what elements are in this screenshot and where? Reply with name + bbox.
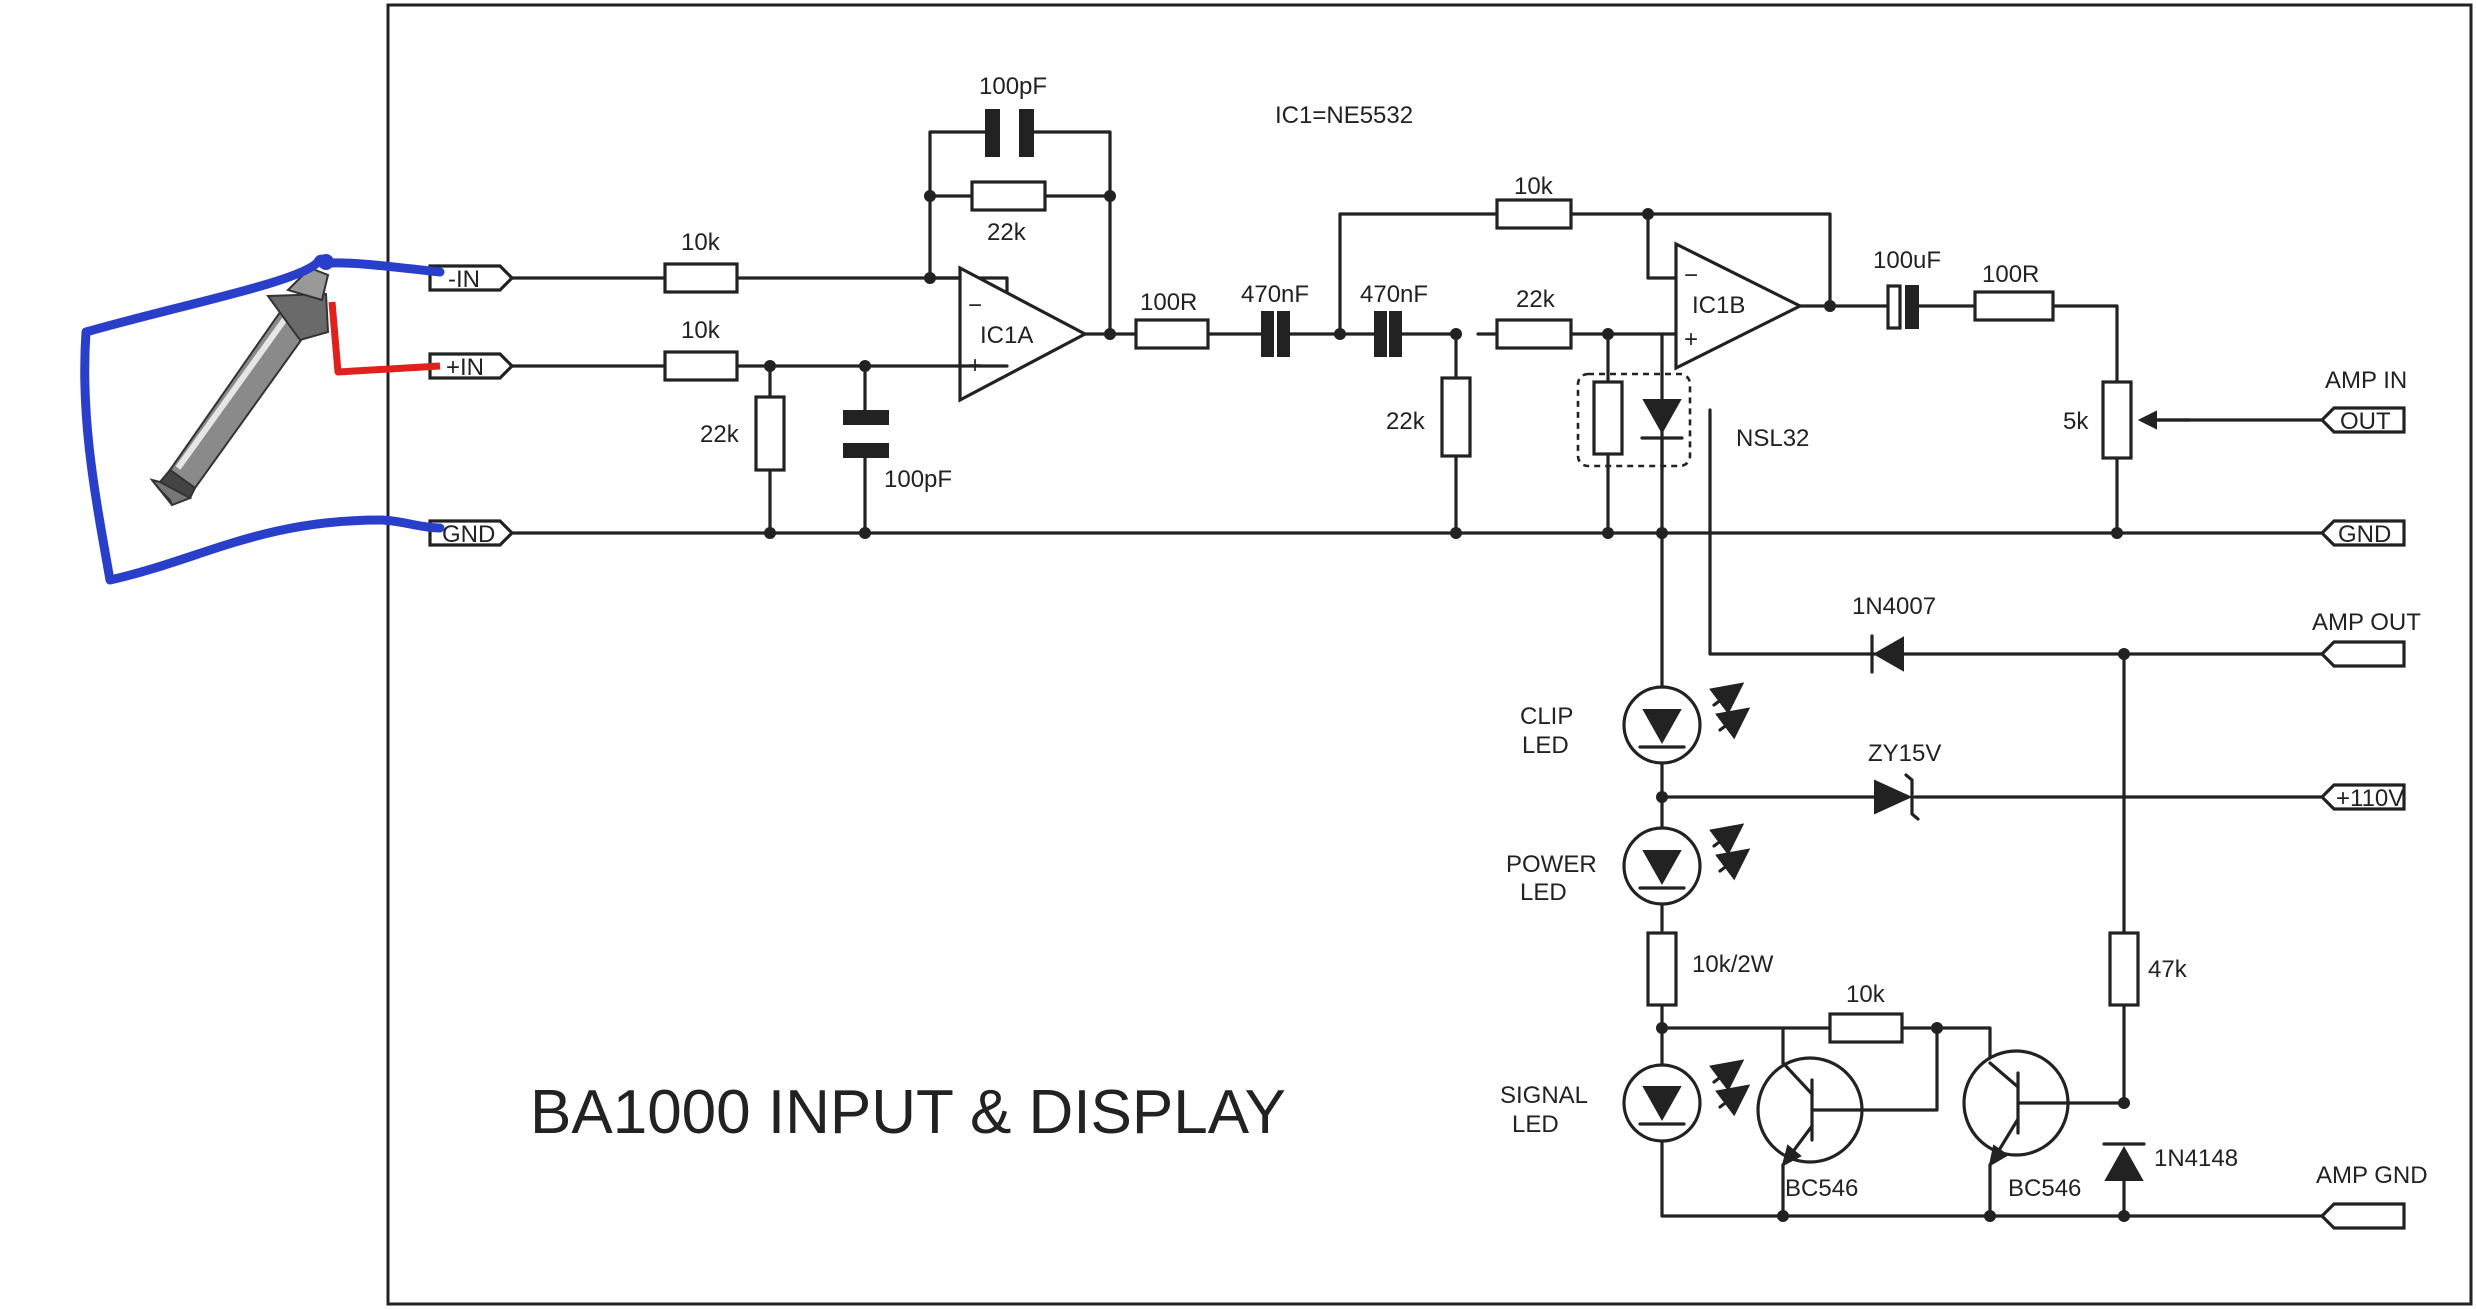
zener-icon: ZY15V: [1868, 740, 1941, 821]
potentiometer-icon: 5k: [2063, 380, 2192, 460]
connector-gnd-left: GND: [428, 519, 515, 548]
resistor-icon: 22k: [1386, 376, 1472, 458]
capacitor-icon: 470nF: [1241, 281, 1309, 357]
svg-text:470nF: 470nF: [1360, 281, 1428, 308]
svg-text:BC546: BC546: [2008, 1175, 2081, 1202]
svg-text:1N4148: 1N4148: [2154, 1145, 2238, 1172]
capacitor-icon: 100pF: [979, 73, 1047, 157]
svg-text:470nF: 470nF: [1241, 281, 1309, 308]
svg-text:47k: 47k: [2148, 956, 2188, 983]
opamp-icon: − + IC1B: [1674, 241, 1832, 371]
resistor-icon: 10k: [1495, 173, 1573, 230]
svg-text:100uF: 100uF: [1873, 247, 1941, 274]
svg-text:10k: 10k: [1846, 981, 1886, 1008]
svg-text:IC1B: IC1B: [1692, 292, 1745, 319]
diode-icon: 1N4148: [2102, 1142, 2238, 1181]
capacitor-icon: 100uF: [1873, 247, 1941, 330]
svg-text:22k: 22k: [1516, 286, 1556, 313]
resistor-icon: 10k/2W: [1646, 931, 1774, 1007]
svg-text:100R: 100R: [1982, 261, 2039, 288]
svg-text:LED: LED: [1512, 1111, 1559, 1138]
led-icon: POWER LED: [1506, 823, 1751, 906]
svg-text:−: −: [1684, 262, 1698, 289]
blue-annotation-wire: [325, 258, 445, 277]
connector-out: OUT: [2319, 406, 2406, 435]
svg-text:+: +: [1684, 326, 1698, 353]
connector-amp-gnd: [2319, 1202, 2406, 1230]
svg-text:10k: 10k: [681, 229, 721, 256]
svg-text:+110V: +110V: [2336, 785, 2404, 812]
svg-text:10k: 10k: [1514, 173, 1554, 200]
transistor-icon: BC546: [1756, 1056, 1864, 1202]
svg-text:SIGNAL: SIGNAL: [1500, 1082, 1588, 1109]
capacitor-icon: 470nF: [1360, 281, 1428, 357]
schematic-frame: [386, 3, 2473, 1306]
capacitor-icon: 100pF: [843, 410, 952, 493]
resistor-icon: 22k: [700, 395, 786, 472]
svg-text:22k: 22k: [1386, 408, 1426, 435]
diode-icon: 1N4007: [1852, 593, 1936, 674]
svg-text:22k: 22k: [700, 421, 740, 448]
svg-text:100pF: 100pF: [979, 73, 1047, 100]
svg-text:10k: 10k: [681, 317, 721, 344]
opamp-icon: − + IC1A: [928, 265, 1089, 403]
svg-text:IC1A: IC1A: [980, 322, 1033, 349]
label-amp-in: AMP IN: [2325, 367, 2407, 394]
red-annotation-wire: [328, 301, 441, 376]
connector-gnd-right: GND: [2319, 519, 2406, 548]
svg-text:OUT: OUT: [2340, 408, 2391, 435]
svg-text:5k: 5k: [2063, 408, 2089, 435]
connector-pos-in: +IN: [428, 352, 515, 381]
svg-text:ZY15V: ZY15V: [1868, 740, 1941, 767]
connector-amp-out: [2319, 640, 2406, 668]
svg-text:-IN: -IN: [448, 266, 480, 293]
resistor-icon: 10k: [1828, 981, 1904, 1044]
connector-110v: +110V: [2319, 783, 2406, 812]
transistor-icon: BC546: [1962, 1049, 2081, 1202]
svg-text:+IN: +IN: [446, 354, 484, 381]
svg-text:BC546: BC546: [1785, 1175, 1858, 1202]
led-icon: SIGNAL LED: [1500, 1059, 1751, 1143]
svg-text:LED: LED: [1520, 879, 1567, 906]
resistor-icon: 10k: [663, 317, 739, 382]
svg-text:+: +: [968, 352, 982, 379]
svg-text:100R: 100R: [1140, 289, 1197, 316]
label-amp-out: AMP OUT: [2312, 609, 2421, 636]
resistor-icon: 22k: [970, 180, 1047, 246]
svg-text:1N4007: 1N4007: [1852, 593, 1936, 620]
label-amp-gnd: AMP GND: [2316, 1162, 2428, 1189]
resistor-icon: 10k: [663, 229, 739, 294]
svg-text:NSL32: NSL32: [1736, 425, 1809, 452]
svg-text:GND: GND: [442, 521, 495, 548]
resistor-icon: 100R: [1973, 261, 2055, 322]
led-icon: CLIP LED: [1520, 682, 1751, 765]
svg-text:10k/2W: 10k/2W: [1692, 951, 1774, 978]
svg-text:POWER: POWER: [1506, 851, 1597, 878]
junction-dots: [764, 190, 2130, 1222]
svg-text:LED: LED: [1522, 732, 1569, 759]
ic-note: IC1=NE5532: [1275, 102, 1413, 129]
opto-coupler-icon: NSL32: [1576, 364, 1809, 472]
resistor-icon: 100R: [1134, 289, 1210, 350]
svg-text:22k: 22k: [987, 219, 1027, 246]
blue-annotation-wire: [80, 254, 445, 585]
blue-annotation-dot: [318, 254, 334, 270]
connector-neg-in: -IN: [428, 264, 515, 293]
resistor-icon: 22k: [1495, 286, 1573, 350]
svg-text:−: −: [968, 292, 982, 319]
svg-text:GND: GND: [2338, 521, 2391, 548]
schematic-title: BA1000 INPUT & DISPLAY: [530, 1078, 1286, 1147]
svg-text:CLIP: CLIP: [1520, 703, 1573, 730]
resistor-icon: 47k: [2108, 931, 2188, 1007]
jack-plug-icon: [149, 266, 330, 507]
svg-text:100pF: 100pF: [884, 466, 952, 493]
